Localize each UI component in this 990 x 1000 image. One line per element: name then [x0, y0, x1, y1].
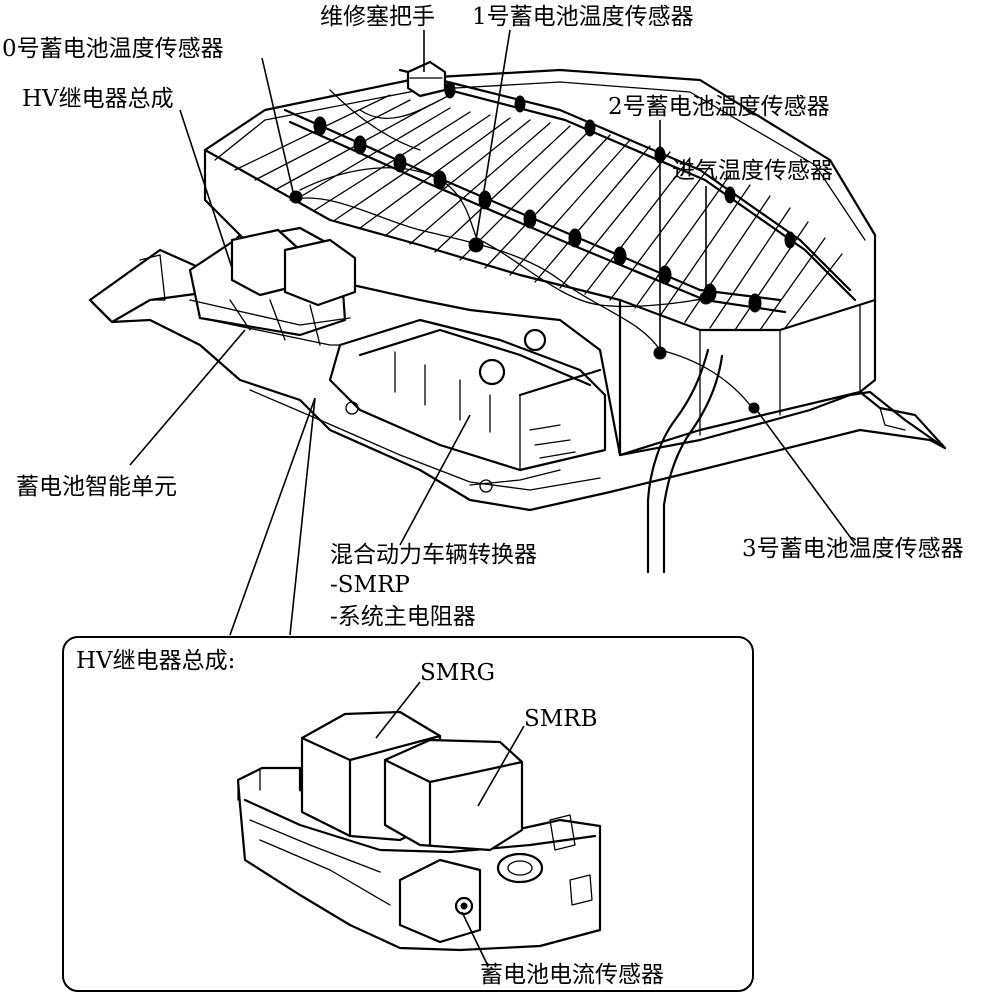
callout-lines: [129, 29, 857, 636]
label-sensor-3: 3号蓄电池温度传感器: [742, 536, 964, 562]
label-converter-resistor: -系统主电阻器: [330, 604, 476, 630]
label-sensor-1: 1号蓄电池温度传感器: [472, 4, 694, 30]
battery-pack-drawing: [88, 60, 947, 574]
hv-relay-inset-drawing: [236, 681, 602, 967]
label-sensor-0: 0号蓄电池温度传感器: [2, 36, 224, 62]
label-smrg: SMRG: [420, 660, 495, 686]
label-smrb: SMRB: [524, 706, 598, 732]
label-current-sensor: 蓄电池电流传感器: [480, 962, 664, 988]
hv-relay-drawing: [139, 226, 381, 346]
label-sensor-2: 2号蓄电池温度传感器: [608, 94, 830, 120]
label-battery-ecu: 蓄电池智能单元: [16, 474, 177, 500]
label-converter-smrp: -SMRP: [330, 572, 410, 598]
label-hv-relay: HV继电器总成: [22, 86, 174, 112]
hv-relay-inset-frame: [62, 636, 754, 992]
label-intake-sensor: 进气温度传感器: [672, 158, 833, 184]
label-service-plug: 维修塞把手: [320, 4, 435, 30]
label-converter: 混合动力车辆转换器: [330, 542, 537, 568]
inset-title: HV继电器总成:: [76, 648, 236, 674]
